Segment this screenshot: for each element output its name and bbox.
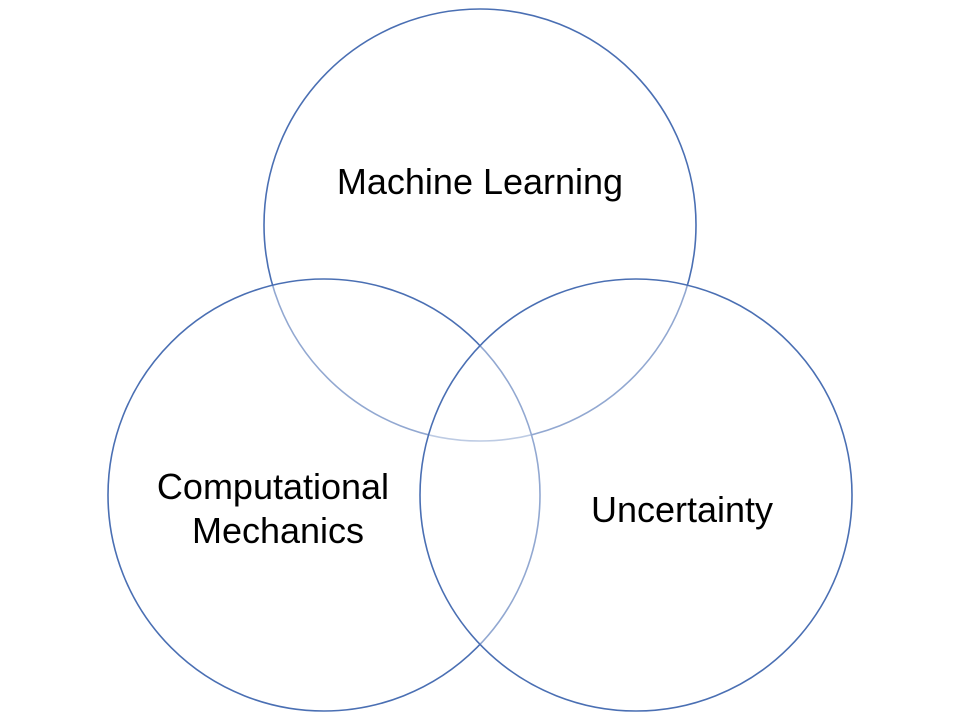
label-machine-learning: Machine Learning bbox=[337, 161, 623, 202]
circle-machine-learning bbox=[263, 8, 697, 442]
circle-computational-mechanics bbox=[107, 278, 541, 712]
label-uncertainty: Uncertainty bbox=[591, 489, 773, 530]
label-uncertainty-line: Uncertainty bbox=[591, 489, 773, 530]
label-machine-learning-line: Machine Learning bbox=[337, 161, 623, 202]
label-computational-line: Computational bbox=[157, 466, 389, 507]
circle-uncertainty bbox=[419, 278, 853, 712]
label-mechanics-line: Mechanics bbox=[192, 510, 364, 551]
label-computational-mechanics: Computational Mechanics bbox=[157, 466, 399, 551]
